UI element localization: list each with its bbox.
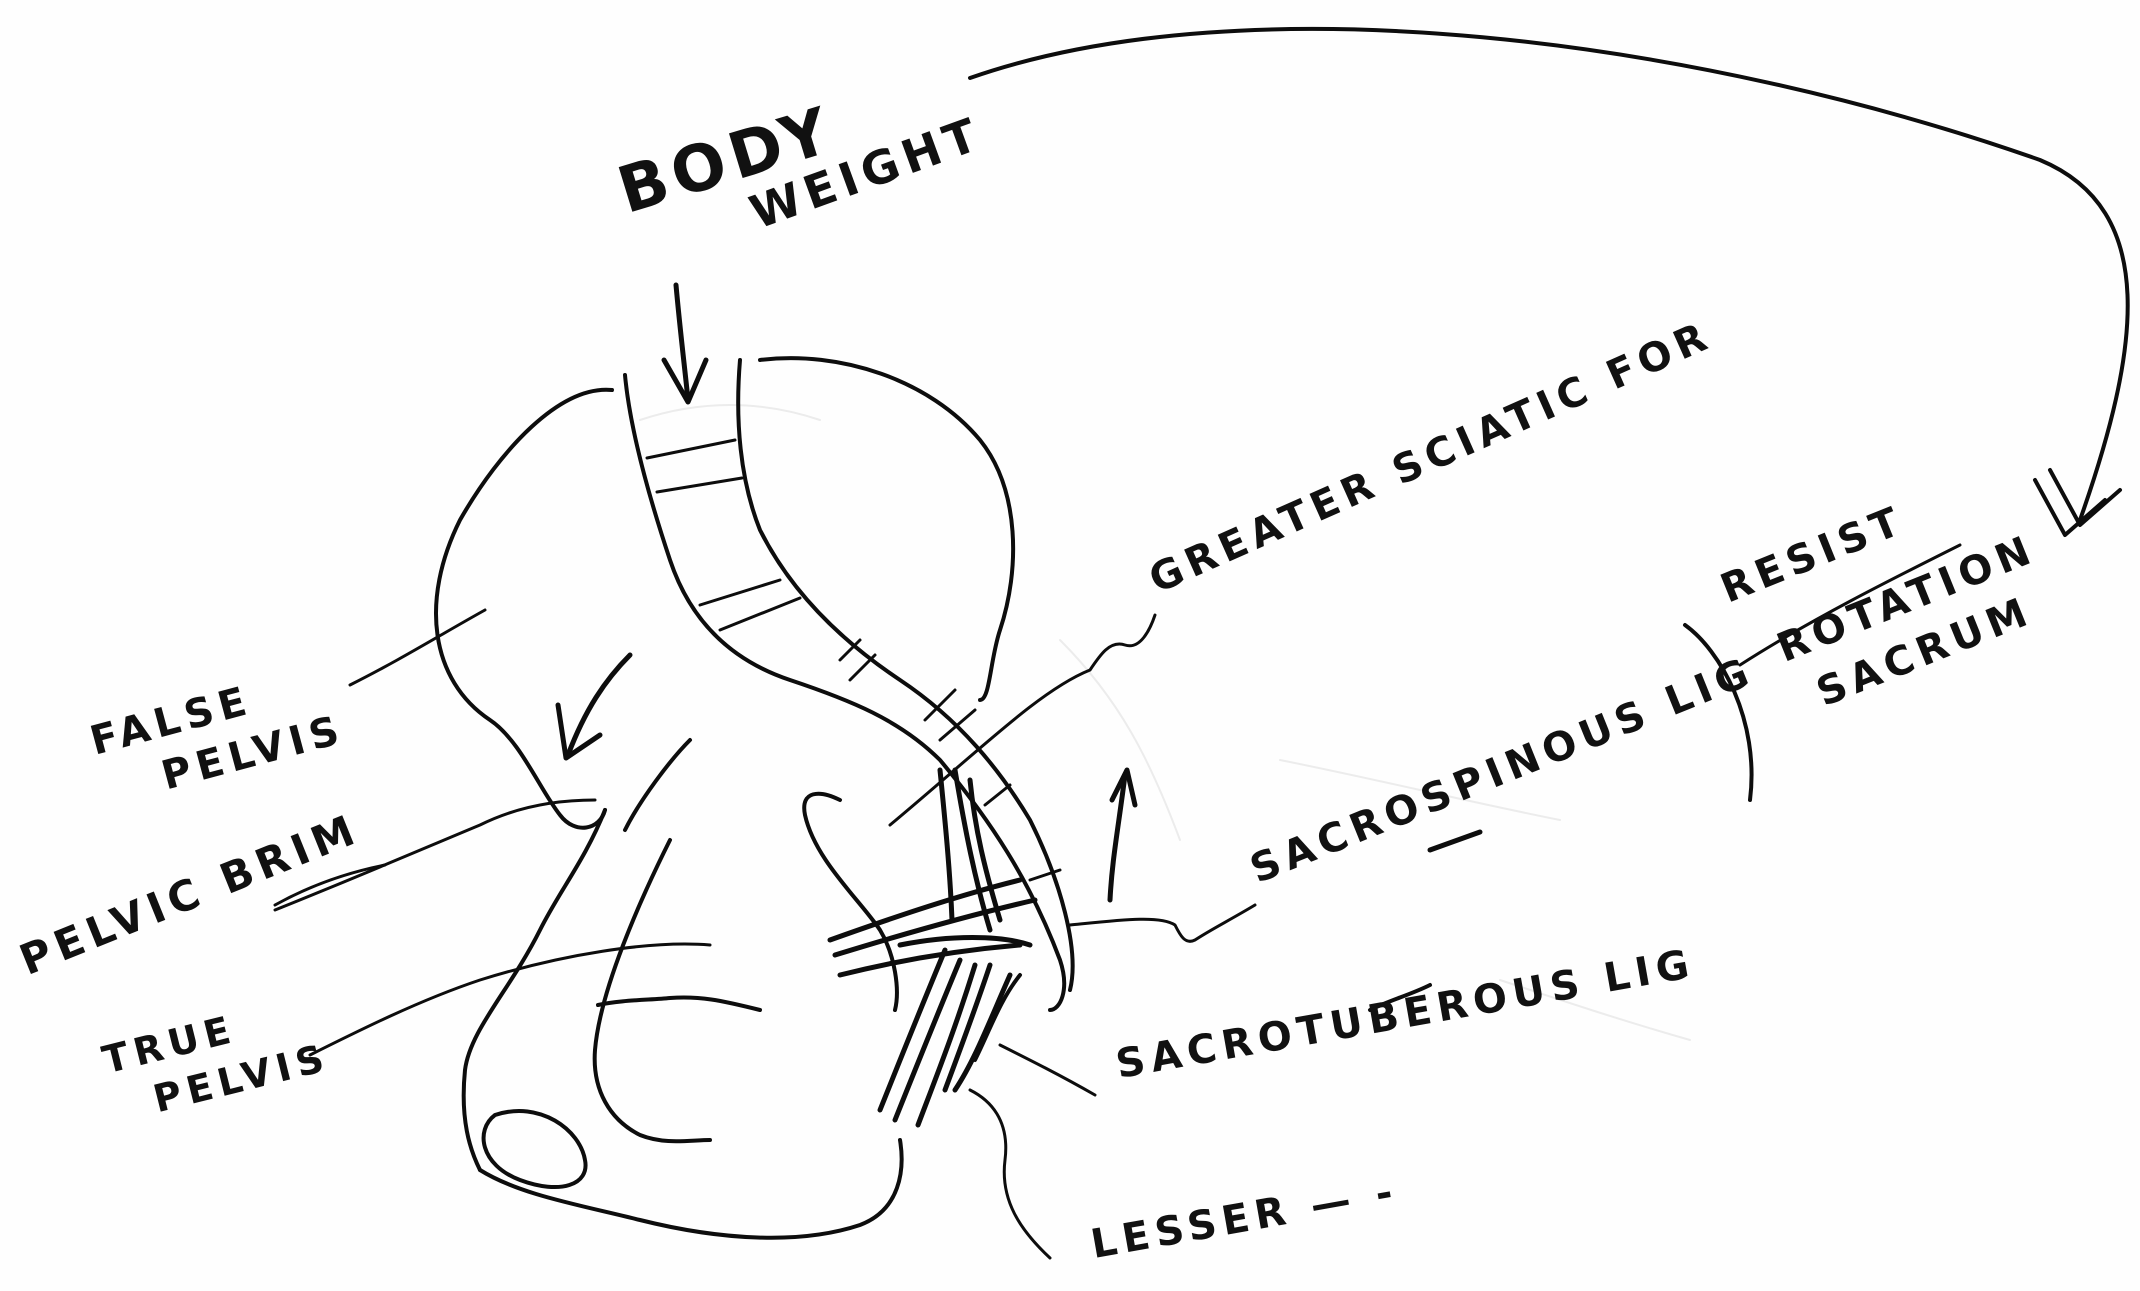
leader-lesser xyxy=(970,1090,1050,1258)
rotation-arrow-right xyxy=(1110,770,1135,900)
pubic-contour xyxy=(480,1140,902,1238)
left-ilium-outline xyxy=(436,390,612,828)
pelvic-brim-curve xyxy=(464,810,605,1170)
body-weight-arrow xyxy=(664,285,706,402)
obturator-foramen xyxy=(484,1111,586,1187)
true-pelvis-inner-line xyxy=(598,998,760,1011)
leader-sacrospinous xyxy=(1070,905,1255,941)
right-ilium-outline xyxy=(760,358,1013,700)
rotation-arrow-left xyxy=(558,655,630,758)
ischial-line xyxy=(595,840,710,1141)
paper-texture xyxy=(640,405,1690,1040)
resist-curved-arrow xyxy=(970,29,2128,535)
sacrum-right-edge xyxy=(738,360,1072,990)
right-pelvis-loop xyxy=(804,794,897,1010)
ligament-hatching xyxy=(830,770,1035,1125)
ilium-inner-curve xyxy=(625,740,690,830)
leader-sacrotuberous xyxy=(1000,1045,1095,1095)
leader-false-pelvis xyxy=(350,610,485,685)
underline-sodinus xyxy=(1430,832,1480,850)
vertebral-segments xyxy=(647,440,1060,880)
